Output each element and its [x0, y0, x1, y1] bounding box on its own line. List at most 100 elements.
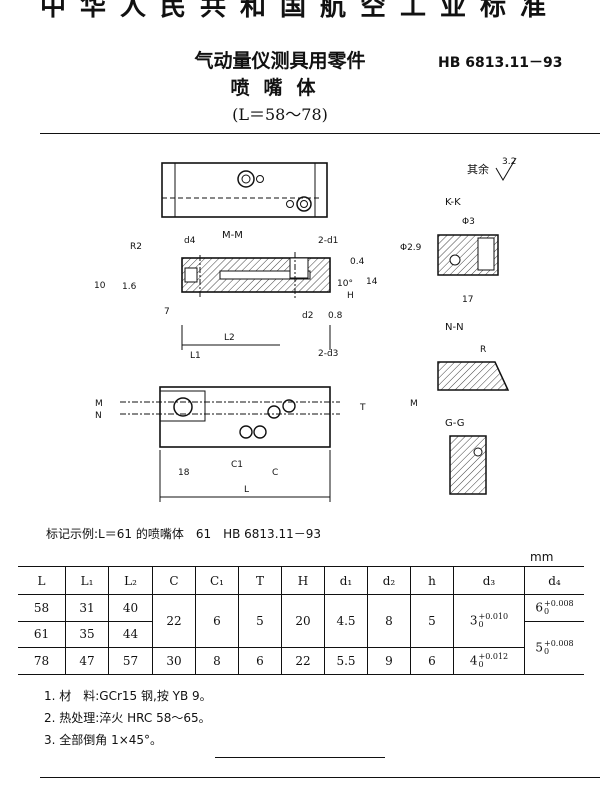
section-label: M [95, 399, 103, 409]
dimension-label: 17 [462, 295, 473, 305]
cell-l: 78 [18, 647, 66, 675]
cell-l1: 47 [65, 647, 109, 675]
cell-l2: 57 [108, 647, 153, 675]
detail-sections: K-K Φ2.9 Φ3 17 N-N R G-G 其余 3.2 [400, 157, 517, 495]
technical-drawing: M-M L2 R2 d4 2-d1 7 d2 10° H 14 10 0.4 1… [94, 157, 517, 502]
dimension-label: L2 [224, 333, 235, 343]
cell-d2: 8 [367, 594, 411, 648]
end-rule [215, 757, 385, 758]
col-header: T [238, 566, 282, 595]
part-group-title: 气动量仪测具用零件 [194, 50, 366, 72]
cell-l2: 44 [108, 620, 153, 648]
section-label: K-K [445, 197, 461, 208]
standard-banner: 中华人民共和国航空工业标准 [39, 0, 560, 22]
dimension-label: L1 [190, 351, 201, 361]
section-label: N [95, 411, 102, 421]
d4-upper: +0.008 [544, 638, 574, 648]
dimension-label: L [244, 485, 249, 495]
section-label: M [410, 399, 418, 409]
size-range: (L＝58～78) [232, 105, 328, 124]
d3-nominal: 3 [469, 613, 478, 628]
cell-c1: 6 [195, 594, 239, 648]
dimension-label: 2-d3 [318, 349, 338, 359]
cell-h: 22 [281, 647, 325, 675]
cell-l2: 40 [108, 594, 153, 622]
section-label: N-N [445, 322, 464, 333]
header-rule [40, 133, 600, 134]
unit-label: mm [530, 550, 554, 564]
d4-nominal: 5 [535, 640, 544, 654]
cell-d1: 5.5 [324, 647, 368, 675]
d3-lower: 0 [478, 620, 484, 629]
dimension-label: C [272, 468, 278, 478]
cell-l1: 31 [65, 594, 109, 622]
cell-d1: 4.5 [324, 594, 368, 648]
cell-l: 61 [18, 620, 66, 648]
dimension-label: d2 [302, 311, 313, 321]
roughness-value: 1.6 [122, 282, 137, 292]
d3-upper: +0.010 [478, 612, 509, 621]
col-header: d₃ [453, 566, 525, 595]
col-header: C [152, 566, 196, 595]
cell-c: 30 [152, 647, 196, 675]
roughness-value: 0.8 [328, 311, 343, 321]
dimension-label: C1 [231, 460, 243, 470]
note-item: 2. 热处理:淬火 HRC 58～65。 [44, 711, 211, 725]
technical-notes: 1. 材 料:GCr15 钢,按 YB 9。 2. 热处理:淬火 HRC 58～… [44, 685, 212, 751]
d4-nominal: 6 [535, 600, 544, 615]
d3-upper: +0.012 [478, 651, 509, 661]
dimension-label: 2-d1 [318, 236, 338, 246]
dimension-label: d4 [184, 236, 196, 246]
d4-lower: 0 [544, 646, 550, 656]
cell-l1: 35 [65, 620, 109, 648]
cell-c: 22 [152, 594, 196, 648]
dimension-label: Φ3 [462, 217, 475, 227]
d4-upper: +0.008 [544, 598, 574, 608]
cell-h: 20 [281, 594, 325, 648]
d3-lower: 0 [478, 659, 484, 669]
dimension-label: 10 [94, 281, 106, 291]
col-header: L₁ [65, 566, 109, 595]
dimension-table: L L₁ L₂ C C₁ T H d₁ d₂ h d₃ d₄ 58 31 40 … [18, 566, 584, 675]
col-header: h [410, 566, 454, 595]
col-header: C₁ [195, 566, 239, 595]
dimension-label: 7 [164, 307, 170, 317]
part-name: 喷嘴体 [230, 77, 330, 99]
footer-rule [40, 777, 600, 778]
col-header: L [18, 566, 66, 595]
cell-c1: 8 [195, 647, 239, 675]
cell-h-small: 5 [410, 594, 454, 648]
cell-h-small: 6 [410, 647, 454, 675]
col-header: L₂ [108, 566, 153, 595]
top-view [161, 162, 328, 218]
note-item: 3. 全部倒角 1×45°。 [44, 733, 163, 747]
dimension-label: R2 [130, 242, 142, 252]
section-label: G-G [445, 418, 464, 429]
marking-example: 标记示例:L＝61 的喷嘴体 61 HB 6813.11－93 [46, 527, 322, 541]
section-m-m: M-M L2 R2 d4 2-d1 7 d2 10° H 14 10 0.4 1… [94, 230, 378, 350]
dimension-label: H [347, 291, 354, 301]
dimension-label: 14 [366, 277, 378, 287]
cell-l: 58 [18, 594, 66, 622]
dimension-label: 18 [178, 468, 190, 478]
col-header: H [281, 566, 325, 595]
dimension-label: R [480, 345, 486, 355]
dimension-label: T [359, 403, 366, 413]
plan-view: L1 2-d3 C1 T C L 18 M N M [95, 349, 418, 502]
cell-d2: 9 [367, 647, 411, 675]
cell-t: 5 [238, 594, 282, 648]
table-header-row: L L₁ L₂ C C₁ T H d₁ d₂ h d₃ d₄ [18, 566, 584, 595]
standard-number: HB 6813.11－93 [438, 55, 563, 71]
dimension-label: Φ2.9 [400, 243, 422, 253]
